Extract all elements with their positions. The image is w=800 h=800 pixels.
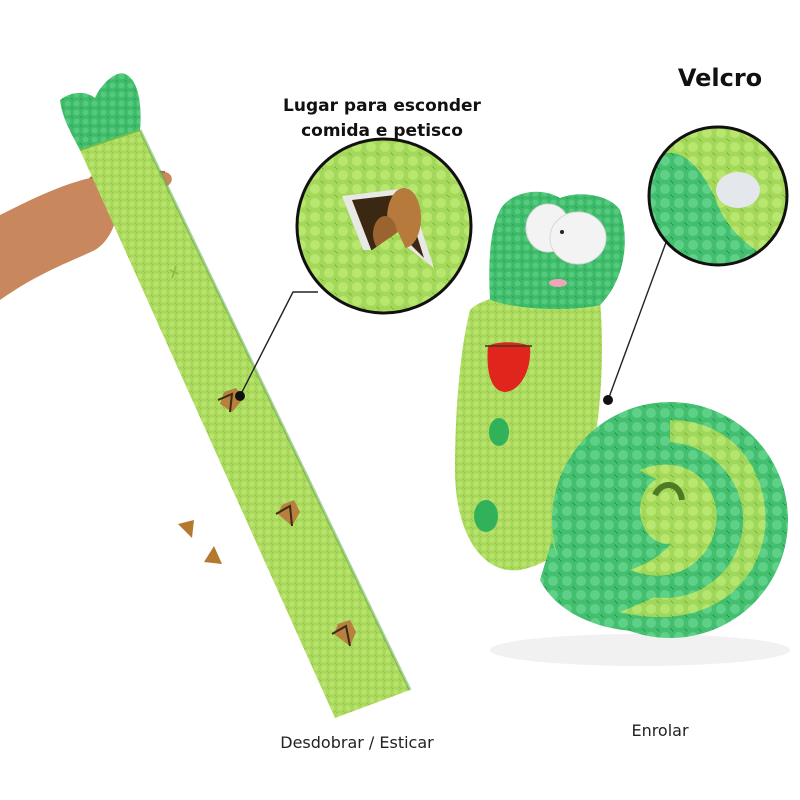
- unfold-caption: Desdobrar / Esticar: [280, 733, 434, 752]
- stick-toy-unfolded: [60, 73, 412, 718]
- snake-toy-rolled: [455, 191, 790, 666]
- velcro-zoom-callout: [603, 125, 789, 405]
- treat-hole-3: [331, 620, 356, 647]
- hide-food-zoom-callout: [235, 137, 473, 401]
- treat-loose-2: [204, 546, 222, 564]
- hide-food-label-line2: comida e petisco: [301, 121, 463, 141]
- hide-food-label-line1: Lugar para esconder: [283, 96, 481, 116]
- roll-caption: Enrolar: [631, 721, 689, 740]
- hide-food-label: Lugar para esconder comida e petisco: [262, 94, 502, 144]
- treat-hole-2: [275, 500, 300, 527]
- velcro-label: Velcro: [677, 64, 763, 92]
- treat-loose-1: [178, 520, 194, 538]
